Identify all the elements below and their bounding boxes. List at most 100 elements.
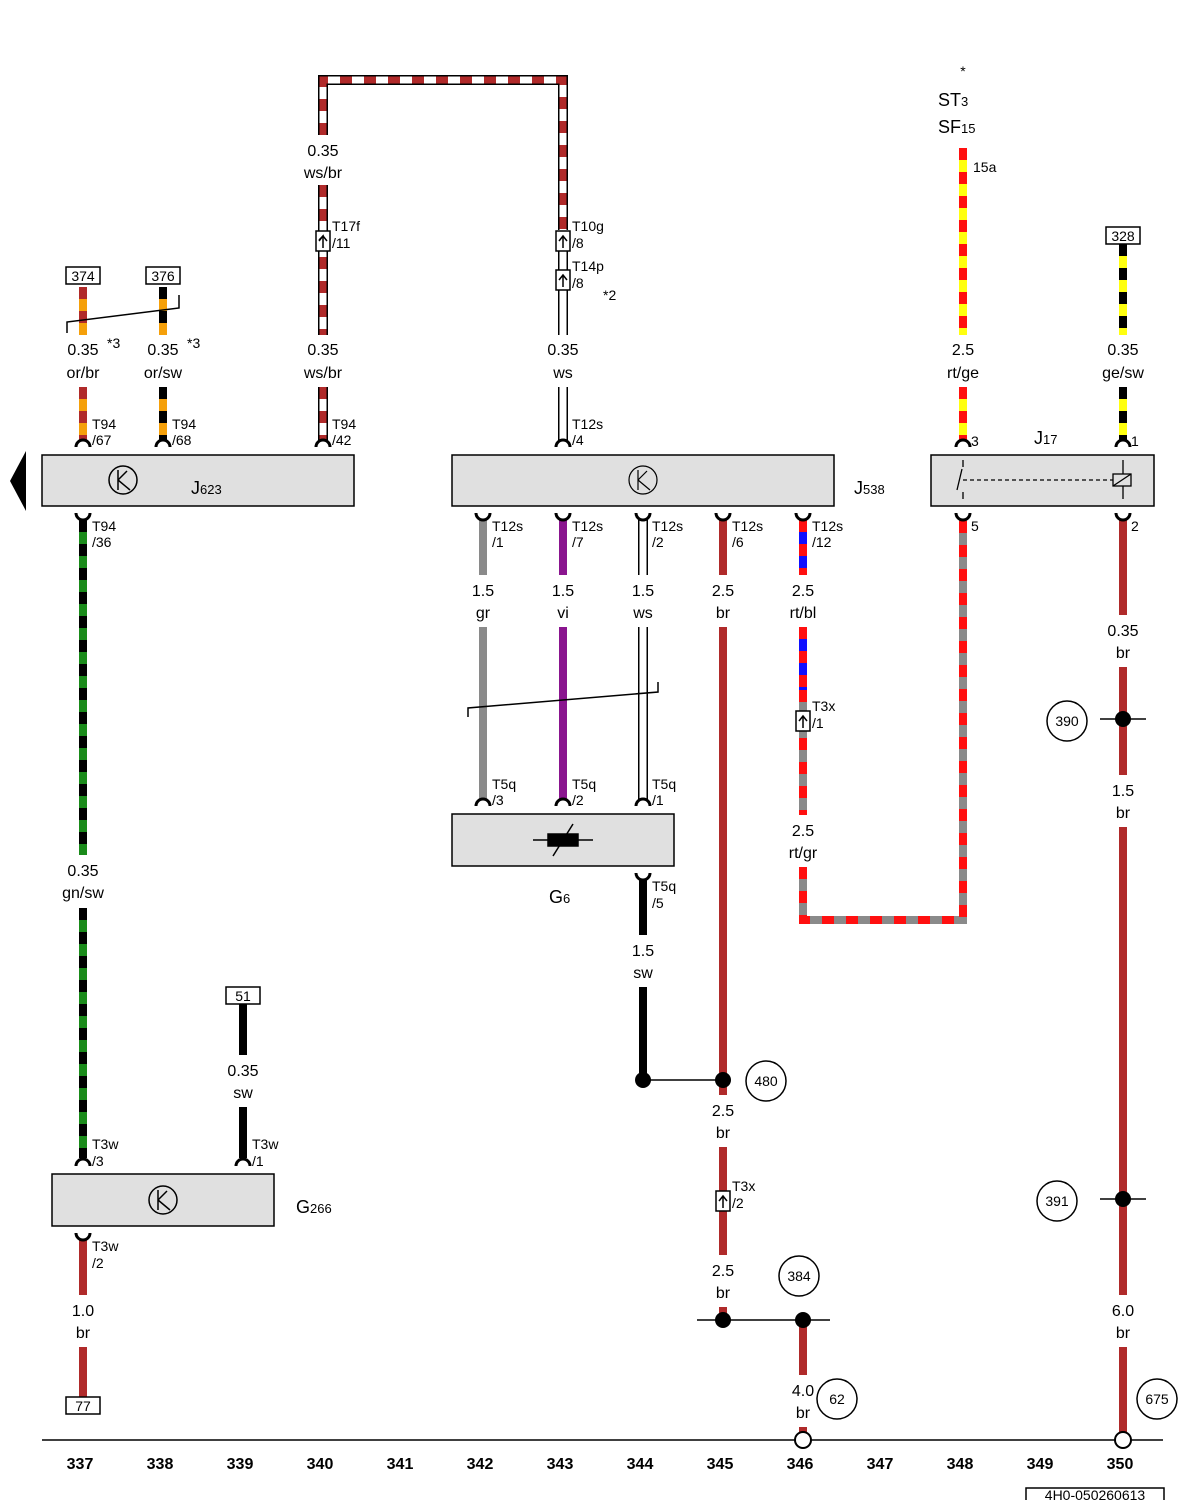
circled-ref-391[interactable] (1036, 1180, 1078, 1222)
pin-arc (74, 1232, 92, 1242)
circled-ref-675[interactable] (1136, 1378, 1178, 1420)
wire-color: or/sw (144, 365, 183, 382)
track-number: 347 (867, 1456, 894, 1473)
wire-color: br (1116, 645, 1131, 662)
wire-size: 0.35 (1107, 342, 1138, 359)
ref-box-77[interactable] (65, 1396, 101, 1415)
pin-arc (954, 512, 972, 522)
ground-point-350[interactable] (1114, 1431, 1132, 1449)
connector-pin: /8 (572, 275, 584, 291)
wire-size: 2.5 (792, 583, 814, 600)
relay-pin-2: 2 (1131, 518, 1139, 534)
connector-pin: /1 (492, 534, 504, 550)
component-letter: J (1034, 428, 1043, 448)
wire-color: br (716, 1285, 731, 1302)
component-subscript: 538 (863, 482, 885, 497)
junction-dot-346-384 (795, 1312, 811, 1328)
wire-stroke (318, 75, 568, 230)
ground-points (794, 1431, 1132, 1449)
pin-arc (1114, 512, 1132, 522)
wire-size: 0.35 (547, 342, 578, 359)
ref-box-51[interactable] (225, 986, 261, 1005)
variable-resistor-icon-g6 (533, 823, 593, 857)
ground-point-346[interactable] (794, 1431, 812, 1449)
component-subscript: 6 (563, 891, 570, 906)
wire-size: 0.35 (147, 342, 178, 359)
junction-dot-344 (635, 1072, 651, 1088)
component-letter: G (549, 887, 563, 907)
component-subscript: 623 (200, 482, 222, 497)
circled-ref-480[interactable] (745, 1060, 787, 1102)
pin-arc (554, 438, 572, 448)
shield-bracket-g6 (467, 682, 659, 717)
ref-376-label: 376 (151, 268, 175, 284)
wire-color: ws/br (303, 365, 343, 382)
relay-pin-3: 3 (971, 433, 979, 449)
component-label-j17: J17 (1034, 428, 1057, 448)
connector-label: T14p (572, 258, 604, 274)
connector-label: T5q (492, 776, 516, 792)
ref-51-label: 51 (235, 988, 251, 1004)
track-number: 349 (1027, 1456, 1054, 1473)
relay-pin-5: 5 (971, 518, 979, 534)
component-label-j623: J623 (191, 478, 222, 498)
track-number: 348 (947, 1456, 974, 1473)
page-continuation-arrow[interactable] (10, 451, 26, 511)
control-unit-icon-g266 (148, 1185, 178, 1215)
component-letter: ST (938, 90, 961, 110)
connector-label: T3x (812, 698, 835, 714)
pin-arc (154, 438, 172, 448)
wire-color: br (716, 1125, 731, 1142)
wire-size: 4.0 (792, 1383, 814, 1400)
ref-box-374[interactable] (65, 266, 101, 285)
wire-color: br (716, 605, 731, 622)
circled-ref-62[interactable] (816, 1378, 858, 1420)
wire-color: br (796, 1405, 811, 1422)
wire-stroke (799, 520, 967, 924)
ref-box-328[interactable] (1105, 226, 1141, 245)
wire-color: br (76, 1325, 91, 1342)
circled-ref-391-label: 391 (1045, 1193, 1069, 1209)
wire-color: vi (557, 605, 569, 622)
connector-label: T3w (92, 1136, 119, 1152)
connector-pin: /1 (252, 1153, 264, 1169)
circled-ref-390-label: 390 (1055, 713, 1079, 729)
pin-arc (634, 512, 652, 522)
connector-label: T12s (572, 518, 603, 534)
connector-pin: /2 (92, 1255, 104, 1271)
track-number: 341 (387, 1456, 414, 1473)
connector-pin: /68 (172, 432, 192, 448)
wire-size: 1.5 (472, 583, 494, 600)
wire-size: 1.5 (1112, 783, 1134, 800)
pin-arc (714, 512, 732, 522)
wire-color: ws (552, 365, 573, 382)
wire-color: ge/sw (1102, 365, 1144, 382)
track-number: 340 (307, 1456, 334, 1473)
wire-size: 1.0 (72, 1303, 94, 1320)
note-3a: *3 (107, 335, 120, 351)
connector-pin: /2 (732, 1195, 744, 1211)
component-letter: J (191, 478, 200, 498)
wire-size: 1.5 (632, 943, 654, 960)
connector-label: T10g (572, 218, 604, 234)
connector-label: T94 (332, 416, 356, 432)
ref-77-label: 77 (75, 1398, 91, 1414)
connector-pin: /8 (572, 235, 584, 251)
ref-box-376[interactable] (145, 266, 181, 285)
circled-references (745, 700, 1178, 1420)
inline-connector-t17f (315, 230, 331, 252)
circled-ref-390[interactable] (1046, 700, 1088, 742)
relay-icon-j17 (956, 460, 1132, 499)
wire-size: 2.5 (712, 1263, 734, 1280)
pin-arc (634, 872, 652, 882)
wire-color: rt/bl (790, 605, 817, 622)
note-star: * (960, 63, 966, 79)
ref-328-label: 328 (1111, 228, 1135, 244)
circled-ref-384[interactable] (778, 1255, 820, 1297)
component-label-j538: J538 (854, 478, 885, 498)
wire-size: 1.5 (552, 583, 574, 600)
connector-labels: T94 /67 T94 /68 T94 /42 T94 /36 T17f /11… (92, 159, 1139, 1271)
wire-color: ws (632, 605, 653, 622)
wire-stroke (319, 76, 567, 230)
